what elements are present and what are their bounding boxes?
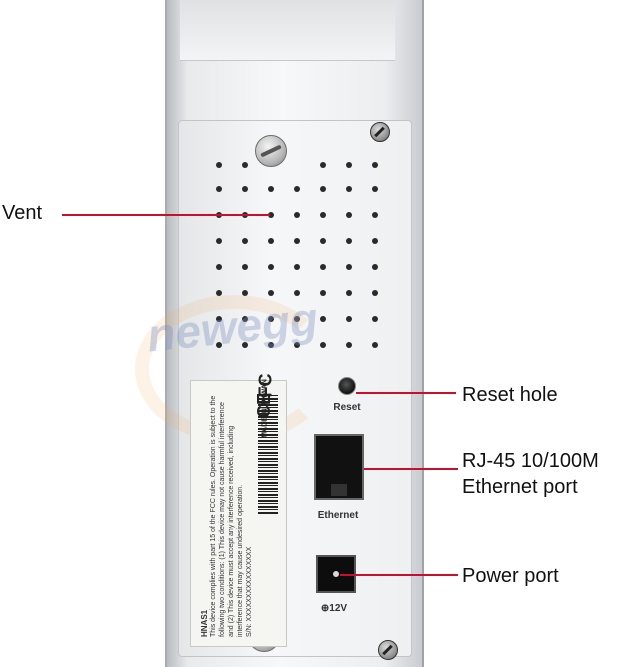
callout-line-rj45 <box>364 468 458 470</box>
vent-hole <box>268 290 274 296</box>
callout-line-vent <box>62 214 270 216</box>
corner-screw-icon <box>370 122 390 142</box>
vent-hole <box>372 238 378 244</box>
sticker-title: HNAS1 <box>200 609 209 637</box>
vent-hole <box>216 162 222 168</box>
vent-hole <box>242 186 248 192</box>
callout-rj45-line1: RJ-45 10/100M <box>462 450 599 472</box>
vent-hole <box>294 212 300 218</box>
vent-hole <box>372 290 378 296</box>
vent-hole <box>216 264 222 270</box>
barcode <box>258 395 278 515</box>
callout-line-reset <box>356 392 456 394</box>
top-screw-icon <box>255 135 287 167</box>
vent-hole <box>216 238 222 244</box>
reset-hole[interactable] <box>338 377 356 395</box>
vent-hole <box>320 316 326 322</box>
device-top-edge <box>180 0 395 61</box>
vent-hole <box>242 238 248 244</box>
sticker-text: This device complies with part 15 of the… <box>210 395 244 637</box>
vent-hole <box>346 238 352 244</box>
vent-hole <box>320 212 326 218</box>
vent-hole <box>372 212 378 218</box>
callout-line-power <box>340 574 458 576</box>
callout-reset: Reset hole <box>462 384 558 406</box>
vent-hole <box>320 186 326 192</box>
vent-hole <box>320 290 326 296</box>
callout-rj45-line2: Ethernet port <box>462 476 578 498</box>
vent-hole <box>268 264 274 270</box>
vent-hole <box>346 162 352 168</box>
callout-vent: Vent <box>2 202 43 224</box>
corner-screw-bottom-icon <box>378 640 398 660</box>
sticker-serial: S/N: XXXXXXXXXXXXXXXX <box>246 546 253 637</box>
vent-hole <box>346 212 352 218</box>
vent-hole <box>294 186 300 192</box>
vent-hole <box>294 290 300 296</box>
made-in-label: MADE IN TAIWAN <box>261 379 269 438</box>
vent-hole <box>346 186 352 192</box>
vent-hole <box>242 290 248 296</box>
ethernet-port[interactable] <box>314 434 364 500</box>
vent-hole <box>320 238 326 244</box>
reset-caption: Reset <box>333 402 361 413</box>
vent-hole <box>372 342 378 348</box>
vent-hole <box>372 264 378 270</box>
vent-hole <box>372 162 378 168</box>
vent-hole <box>268 186 274 192</box>
vent-hole <box>372 316 378 322</box>
power-caption: ⊕12V <box>320 603 348 614</box>
callout-power: Power port <box>462 565 559 587</box>
vent-hole <box>372 186 378 192</box>
vent-hole <box>268 212 274 218</box>
ethernet-caption: Ethernet <box>317 510 359 521</box>
vent-hole <box>294 238 300 244</box>
vent-hole <box>320 162 326 168</box>
vent-hole <box>216 290 222 296</box>
vent-hole <box>216 186 222 192</box>
vent-hole <box>320 264 326 270</box>
vent-hole <box>346 290 352 296</box>
vent-hole <box>346 316 352 322</box>
vent-hole <box>268 238 274 244</box>
vent-hole <box>346 342 352 348</box>
vent-hole <box>346 264 352 270</box>
vent-hole <box>242 264 248 270</box>
vent-hole <box>294 264 300 270</box>
vent-hole <box>242 162 248 168</box>
